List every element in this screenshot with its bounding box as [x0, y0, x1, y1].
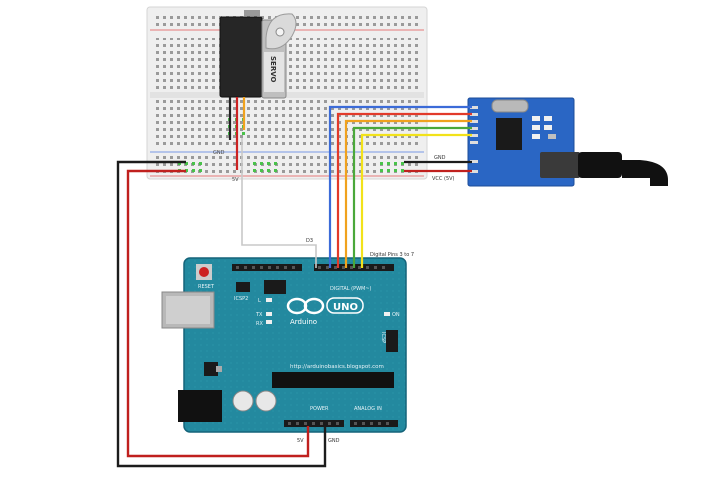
breadboard-upper-terminals: [155, 38, 420, 90]
led-l-label: L: [258, 298, 261, 304]
led-rx-label: RX: [256, 321, 263, 327]
regulator-chip: [204, 362, 218, 376]
wire-data-green: [352, 126, 472, 268]
breadboard-center-channel: [150, 92, 424, 98]
icsp-label: ICSP: [380, 332, 386, 343]
module-resistors: [532, 116, 556, 139]
uno-text: UNO: [333, 302, 358, 313]
label-module-vcc: VCC (5V): [432, 176, 455, 182]
reset-label: RESET: [198, 284, 215, 290]
antenna-cable: [622, 160, 668, 186]
wire-5v-red: [126, 169, 310, 458]
servo-shaft: [275, 27, 285, 37]
module-pin-header: [470, 106, 478, 173]
label-5v: 5V: [297, 438, 304, 444]
rf-receiver-module: [467, 97, 668, 187]
module-chip: [496, 118, 522, 150]
arduino-pcb: [183, 257, 407, 433]
wire-servo-signal: [241, 138, 317, 268]
dc-power-jack: [178, 390, 222, 422]
arduino-uno-board: RESET ICSP2 L TX RX Arduino U: [161, 257, 407, 433]
label-d3: D3: [306, 238, 313, 244]
wire-data-blue: [328, 105, 472, 268]
digital-header-left: [232, 264, 302, 271]
led-on-label: ON: [392, 312, 400, 318]
digital-pwm-label: DIGITAL (PWM~): [330, 286, 372, 292]
digital-header-pins: [236, 266, 385, 269]
servo-label-plate: [264, 52, 284, 92]
servo-motor: SERVO: [219, 10, 297, 170]
servo-body: [219, 16, 263, 98]
label-digital-pins: Digital Pins 3 to 7: [370, 252, 414, 258]
capacitor-1: [232, 390, 254, 412]
aux-header: [264, 280, 286, 294]
servo-mount-tab: [244, 10, 260, 16]
wires: [116, 105, 472, 468]
led-tx-label: TX: [255, 312, 263, 318]
icsp2-label: ICSP2: [234, 296, 248, 302]
wire-gnd-black: [116, 160, 327, 468]
icsp2-header: [236, 282, 250, 292]
wire-data-orange: [344, 119, 472, 268]
icsp-header: [386, 330, 398, 352]
led-tx: [266, 312, 272, 316]
arduino-brand-text: Arduino: [290, 318, 317, 326]
wire-data-yellow: [360, 133, 472, 268]
capacitor-2: [255, 390, 277, 412]
power-header-pins: [288, 422, 389, 425]
breadboard-gnd-label: GND: [213, 150, 225, 156]
atmega-chip: [272, 372, 394, 388]
module-crystal: [491, 99, 529, 113]
analog-header: [350, 420, 398, 427]
led-on: [384, 312, 390, 316]
uno-badge: [326, 297, 364, 314]
blog-url: http://arduinobasics.blogspot.com: [290, 364, 384, 370]
servo-label: SERVO: [269, 56, 277, 83]
annotations: D3 Digital Pins 3 to 7 GND VCC (5V) 5V G…: [297, 155, 455, 444]
label-gnd: GND: [328, 438, 340, 444]
led-l: [266, 298, 272, 302]
power-label: POWER: [310, 406, 329, 412]
module-antenna-connector: [540, 152, 580, 178]
led-rx: [266, 320, 272, 324]
arduino-logo: Arduino UNO: [286, 297, 364, 326]
label-module-gnd: GND: [434, 155, 446, 161]
analog-in-label: ANALOG IN: [354, 406, 382, 412]
breadboard-5v-label: 5V: [232, 177, 239, 183]
wire-data-red: [336, 112, 472, 268]
antenna-barrel: [578, 152, 622, 178]
